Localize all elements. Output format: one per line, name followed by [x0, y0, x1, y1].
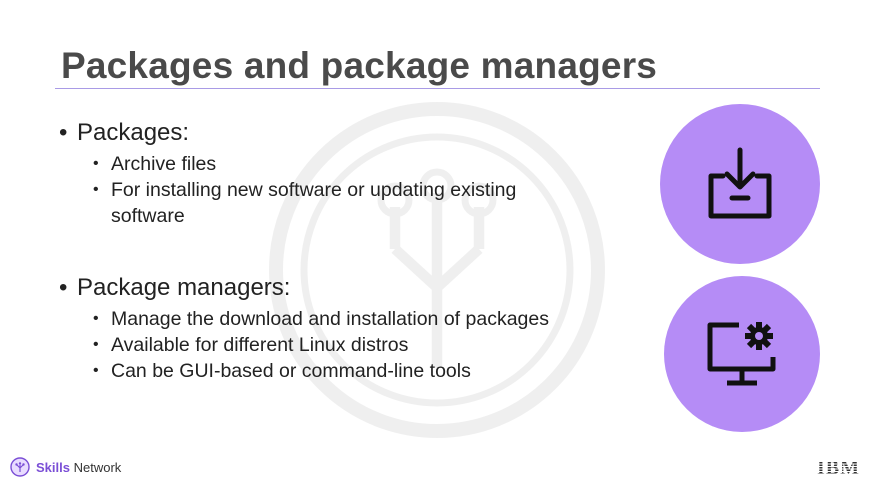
bullet-package-managers: • Package managers: — [59, 273, 639, 303]
sub-bullet-text: Archive files — [111, 153, 217, 175]
sub-bullet-text: Available for different Linux distros — [111, 334, 409, 356]
sub-bullet: • Can be GUI-based or command-line tools — [93, 358, 639, 384]
title-divider — [55, 88, 820, 89]
bullet-dot: • — [93, 336, 99, 353]
bullet-label: Packages: — [77, 119, 190, 146]
bullet-group-packages: • Packages: • Archive files • For instal… — [59, 118, 639, 229]
sub-bullet: • Manage the download and installation o… — [93, 306, 639, 332]
bullet-list: • Packages: • Archive files • For instal… — [59, 118, 639, 384]
watermark-logo-icon — [269, 102, 605, 438]
bullet-dot: • — [59, 119, 68, 146]
sub-bullet-list: • Manage the download and installation o… — [59, 306, 639, 384]
sub-bullet-text: Manage the download and installation of … — [111, 308, 549, 330]
bullet-label: Package managers: — [77, 274, 291, 301]
sub-bullet: • For installing new software or updatin… — [93, 177, 639, 229]
computer-settings-icon — [707, 322, 776, 386]
bullet-dot: • — [93, 310, 99, 327]
sub-bullet-text: For installing new software or updating … — [111, 179, 517, 227]
download-icon — [708, 147, 772, 219]
brand-name: Skills Network — [36, 460, 121, 475]
skills-network-logo-icon — [10, 457, 30, 477]
bullet-packages: • Packages: — [59, 118, 639, 148]
brand-name-rest: Network — [73, 459, 122, 475]
download-circle — [660, 104, 820, 264]
sub-bullet-list: • Archive files • For installing new sof… — [59, 151, 639, 229]
bullet-dot: • — [93, 155, 99, 172]
brand-name-bold: Skills — [36, 459, 70, 475]
ibm-logo-text: IBM — [817, 457, 860, 477]
sub-bullet: • Available for different Linux distros — [93, 332, 639, 358]
sub-bullet: • Archive files — [93, 151, 639, 177]
bullet-dot: • — [93, 362, 99, 379]
bullet-dot: • — [59, 274, 68, 301]
ibm-logo: IBM — [817, 457, 860, 477]
bullet-dot: • — [93, 181, 99, 198]
slide-title: Packages and package managers — [61, 45, 658, 86]
bullet-group-package-managers: • Package managers: • Manage the downloa… — [59, 273, 639, 384]
computer-settings-circle — [664, 276, 820, 432]
skills-network-brand: Skills Network — [10, 457, 121, 477]
sub-bullet-text: Can be GUI-based or command-line tools — [111, 360, 471, 382]
